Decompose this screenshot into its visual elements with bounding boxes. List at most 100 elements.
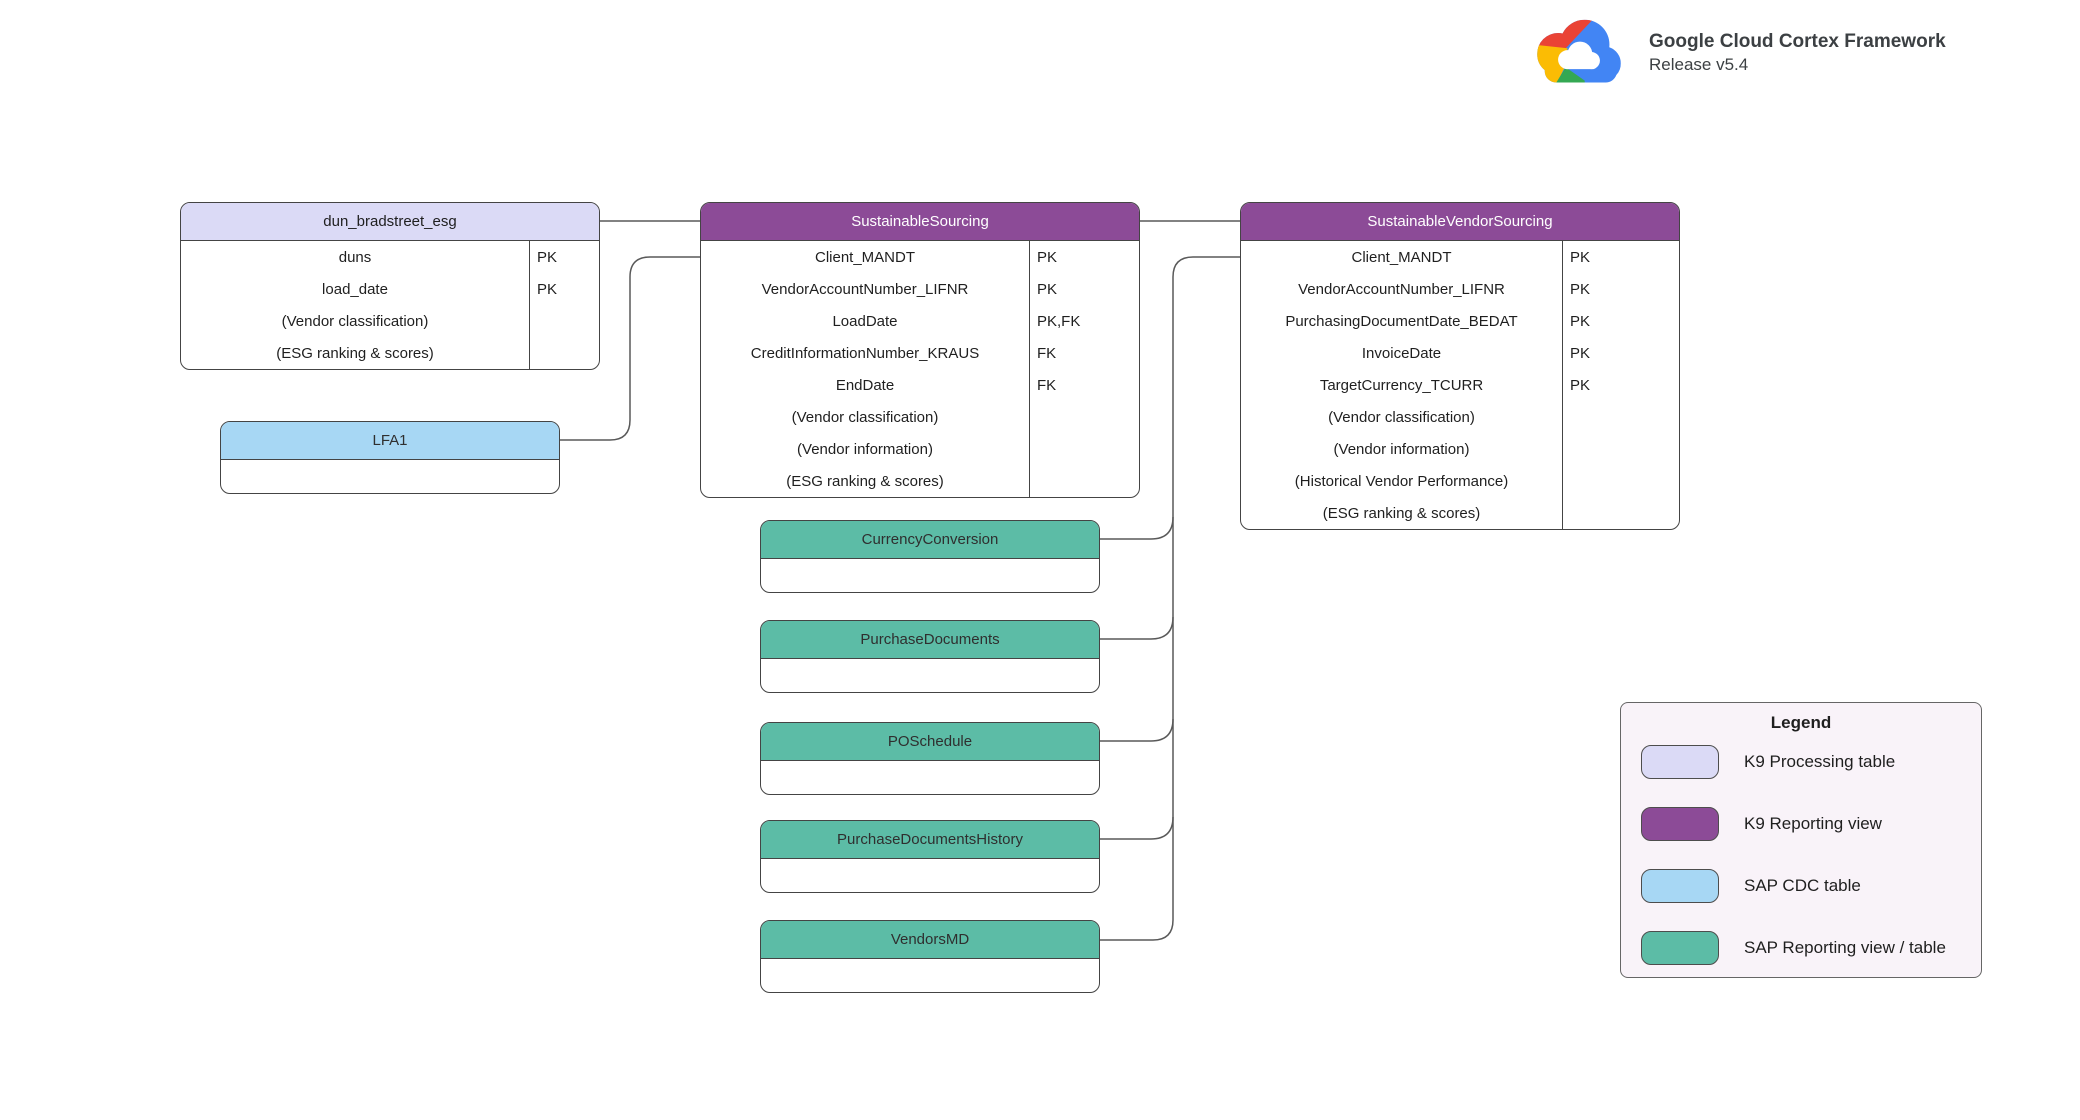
table-sustainablevendorsourcing: SustainableVendorSourcing Client_MANDT P… [1240, 202, 1680, 530]
field-name: TargetCurrency_TCURR [1319, 376, 1484, 394]
field-name: Client_MANDT [814, 248, 916, 266]
table-poschedule: POSchedule [760, 722, 1100, 795]
empty-row [761, 559, 1099, 592]
table-header: PurchaseDocumentsHistory [761, 821, 1099, 859]
field-row: (Vendor classification) [701, 401, 1139, 433]
empty-row [221, 460, 559, 493]
field-name: (Vendor classification) [1328, 408, 1475, 426]
field-key: PK [1562, 337, 1679, 369]
field-name: load_date [322, 280, 388, 298]
table-vendorsmd: VendorsMD [760, 920, 1100, 993]
table-header: PurchaseDocuments [761, 621, 1099, 659]
field-row: (ESG ranking & scores) [701, 465, 1139, 497]
field-key: PK [1029, 273, 1139, 305]
field-row: CreditInformationNumber_KRAUS FK [701, 337, 1139, 369]
field-key [1562, 465, 1679, 497]
field-name: VendorAccountNumber_LIFNR [761, 280, 969, 298]
empty-row [761, 659, 1099, 692]
field-name: Client_MANDT [1351, 248, 1452, 266]
table-dun-bradstreet-esg: dun_bradstreet_esg duns PK load_date PK … [180, 202, 600, 370]
field-key [1029, 465, 1139, 497]
field-name: (ESG ranking & scores) [276, 344, 434, 362]
field-name: LoadDate [832, 312, 898, 330]
legend-label: SAP CDC table [1744, 876, 1861, 895]
field-name: duns [338, 248, 372, 266]
field-key: PK [1562, 241, 1679, 273]
table-lfa1: LFA1 [220, 421, 560, 494]
table-header: POSchedule [761, 723, 1099, 761]
table-header: dun_bradstreet_esg [181, 203, 599, 241]
table-header: VendorsMD [761, 921, 1099, 959]
field-key [1029, 433, 1139, 465]
legend-panel: Legend K9 Processing table K9 Reporting … [1620, 702, 1982, 978]
field-name: (Vendor classification) [791, 408, 939, 426]
field-row: (ESG ranking & scores) [1241, 497, 1679, 529]
legend-label: K9 Reporting view [1744, 814, 1882, 833]
table-header: CurrencyConversion [761, 521, 1099, 559]
field-key: FK [1029, 337, 1139, 369]
field-key: PK [529, 273, 599, 305]
edge-currencyconversion-join [1100, 516, 1174, 540]
field-row: TargetCurrency_TCURR PK [1241, 369, 1679, 401]
table-purchasedocuments: PurchaseDocuments [760, 620, 1100, 693]
field-name: CreditInformationNumber_KRAUS [750, 344, 980, 362]
legend-label: K9 Processing table [1744, 752, 1896, 771]
field-key: PK,FK [1029, 305, 1139, 337]
field-name: (ESG ranking & scores) [786, 472, 944, 490]
field-name: (Vendor information) [797, 440, 933, 458]
field-key [1562, 497, 1679, 529]
legend-swatch [1641, 869, 1719, 903]
legend-title: Legend [1770, 713, 1832, 732]
field-key: PK [1562, 369, 1679, 401]
legend-item-k9-processing-table: K9 Processing table [1621, 745, 1981, 779]
empty-row [761, 761, 1099, 794]
field-row: LoadDate PK,FK [701, 305, 1139, 337]
field-row: (Vendor classification) [1241, 401, 1679, 433]
legend-swatch [1641, 745, 1719, 779]
field-name: (Historical Vendor Performance) [1294, 472, 1509, 490]
field-name: PurchasingDocumentDate_BEDAT [1285, 312, 1518, 330]
field-row: Client_MANDT PK [1241, 241, 1679, 273]
field-key: PK [1029, 241, 1139, 273]
field-row: VendorAccountNumber_LIFNR PK [1241, 273, 1679, 305]
brand-title: Google Cloud Cortex Framework [1649, 31, 1946, 52]
brand-header: Google Cloud Cortex Framework Release v5… [1531, 14, 1946, 92]
field-row: (ESG ranking & scores) [181, 337, 599, 369]
field-key [529, 305, 599, 337]
legend-item-sap-reporting-view-table: SAP Reporting view / table [1621, 931, 1981, 965]
field-key [1562, 433, 1679, 465]
google-cloud-logo-icon [1537, 19, 1621, 83]
edge-purchasedocuments-join [1100, 616, 1174, 640]
field-key: PK [1562, 305, 1679, 337]
field-name: VendorAccountNumber_LIFNR [1298, 280, 1505, 298]
field-key: PK [529, 241, 599, 273]
field-key: FK [1029, 369, 1139, 401]
field-row: VendorAccountNumber_LIFNR PK [701, 273, 1139, 305]
field-row: InvoiceDate PK [1241, 337, 1679, 369]
field-row: (Vendor information) [701, 433, 1139, 465]
table-header: LFA1 [221, 422, 559, 460]
table-header: SustainableSourcing [701, 203, 1139, 241]
legend-label: SAP Reporting view / table [1744, 938, 1946, 957]
field-row: EndDate FK [701, 369, 1139, 401]
legend-swatch [1641, 931, 1719, 965]
field-row: (Historical Vendor Performance) [1241, 465, 1679, 497]
field-name: (Vendor information) [1333, 440, 1470, 458]
field-row: PurchasingDocumentDate_BEDAT PK [1241, 305, 1679, 337]
field-key [1029, 401, 1139, 433]
legend-swatch [1641, 807, 1719, 841]
field-row: load_date PK [181, 273, 599, 305]
legend-item-k9-reporting-view: K9 Reporting view [1621, 807, 1981, 841]
edge-poschedule-join [1100, 718, 1174, 742]
field-name: EndDate [835, 376, 895, 394]
field-name: (ESG ranking & scores) [1322, 504, 1481, 522]
field-key [1562, 401, 1679, 433]
legend-item-sap-cdc-table: SAP CDC table [1621, 869, 1981, 903]
table-currencyconversion: CurrencyConversion [760, 520, 1100, 593]
edge-purchasedocumentshistory-join [1100, 816, 1174, 840]
field-key [529, 337, 599, 369]
table-header: SustainableVendorSourcing [1241, 203, 1679, 241]
field-name: (Vendor classification) [281, 312, 429, 330]
brand-subtitle: Release v5.4 [1649, 55, 1749, 74]
